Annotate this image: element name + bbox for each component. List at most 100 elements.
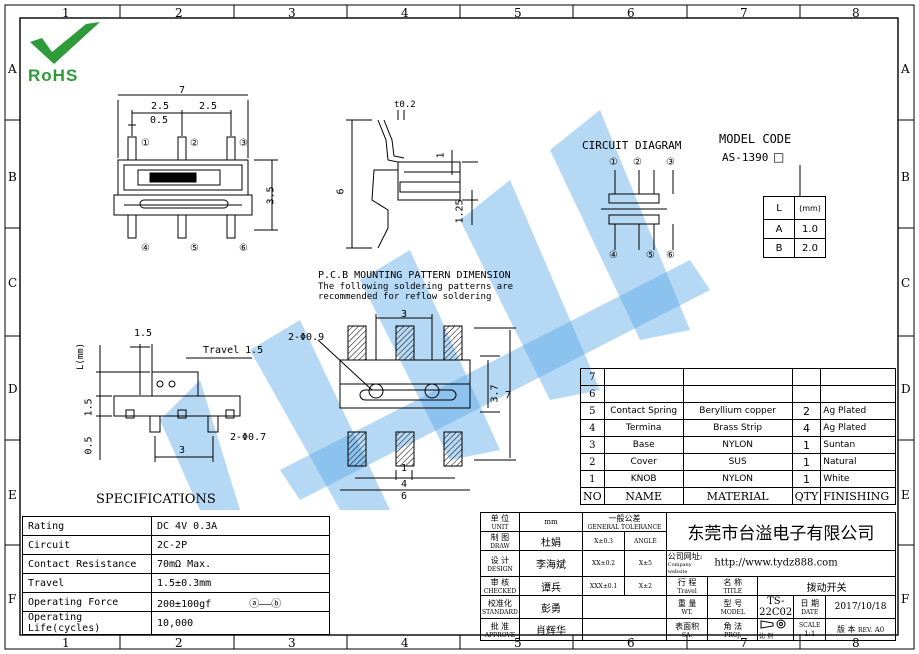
tb-unit: mm (518, 512, 584, 532)
zone-bottom-4: 4 (401, 636, 409, 650)
tb-weight-en: WT. (681, 609, 693, 616)
zone-top-5: 5 (514, 6, 522, 20)
model-code-box: □ (773, 150, 785, 164)
dim-pin-width: 0.5 (150, 115, 169, 126)
bom-name: Termina (603, 419, 684, 437)
model-table-row-b-key: B (763, 238, 795, 258)
tb-rev-cell: 版 本 REV. A0 (825, 618, 896, 641)
tb-name: 拨动开关 (757, 576, 896, 596)
projection-icon (760, 619, 786, 629)
tb-area-cn: 表面积 (675, 621, 700, 631)
zone-right-f: F (901, 592, 910, 606)
zone-right-a: A (901, 62, 910, 76)
bom-qty: 1 (791, 453, 822, 471)
bom-material: Beryllium copper (682, 402, 793, 420)
pcb-dim-37: 3.7 (489, 384, 501, 403)
bom-no: 1 (580, 470, 605, 488)
zone-right-b: B (901, 170, 910, 184)
dim-front-left-15: 1.5 (83, 398, 95, 417)
dim-front-hole: 2-Φ0.7 (230, 432, 267, 443)
tb-scale-value: 1:1 (804, 629, 816, 638)
circuit-diagram-title: CIRCUIT DIAGRAM (582, 139, 682, 152)
bom-finishing: Natural (820, 453, 896, 471)
tb-tol-xxx: XXX±0.1 (582, 576, 625, 596)
bom-row: 5 Contact Spring Beryllium copper 2 Ag P… (580, 402, 896, 420)
pin-label-5: ⑤ (190, 243, 199, 254)
bom-material: NYLON (682, 470, 793, 488)
spec-value-text: 200±100gf (157, 598, 212, 610)
dim-front-3: 3 (179, 445, 186, 456)
spec-value: 10,000 (151, 611, 330, 635)
tb-area-en: SA. (681, 631, 693, 639)
spec-value: 70mΩ Max. (151, 554, 330, 574)
zone-left-a: A (8, 62, 17, 76)
tb-proj-en: PROJ. (724, 631, 742, 639)
spec-value: DC 4V 0.3A (151, 516, 330, 536)
pin-label-4: ④ (141, 243, 150, 254)
pin-label-3: ③ (239, 138, 248, 149)
bom-finishing: Suntan (820, 436, 896, 454)
bom-header-material: MATERIAL (682, 487, 793, 505)
spec-key: Travel (22, 573, 152, 593)
zone-bottom-2: 2 (175, 636, 183, 650)
zone-bottom-6: 6 (627, 636, 635, 650)
tb-model-cn: 型 号 (723, 599, 743, 608)
zone-left-c: C (8, 276, 18, 290)
tb-unit-en: UNIT (491, 524, 509, 531)
dim-travel: Travel 1.5 (203, 345, 264, 356)
tb-blank-2 (582, 618, 667, 641)
tb-design-en: DESIGN (487, 565, 513, 573)
spec-row: Operating Life(cycles)10,000 (22, 611, 330, 635)
pin-label-1: ① (141, 138, 150, 149)
dim-side-pin: 1.25 (454, 199, 466, 224)
model-table-row-a-val: 1.0 (794, 219, 826, 239)
tb-check-cn: 审 核 (490, 578, 510, 587)
bom-name: Contact Spring (603, 402, 684, 420)
bom-qty: 1 (791, 470, 822, 488)
circuit-pin-1: ① (609, 157, 618, 168)
bom-no: 7 (580, 368, 605, 386)
tb-appr-cn: 批 准 (490, 621, 510, 631)
tb-website-en: Company website (667, 562, 692, 575)
tb-model-en: MODEL (720, 609, 745, 616)
zone-bottom-8: 8 (852, 636, 860, 650)
zone-right-d: D (901, 382, 911, 396)
spec-key: Operating Life(cycles) (22, 611, 152, 635)
bom-no: 6 (580, 385, 605, 403)
zone-top-3: 3 (288, 6, 296, 20)
bom-no: 5 (580, 402, 605, 420)
bom-qty: 2 (791, 402, 822, 420)
bom-header-row: NO NAME MATERIAL QTY FINISHING (580, 487, 896, 505)
bom-row: 2 Cover SUS 1 Natural (580, 453, 896, 471)
tb-date-cn: 日 期 (800, 599, 819, 608)
model-code-value: AS-1390 (722, 151, 769, 164)
tb-website: http://www.tydz888.com (714, 557, 838, 569)
spec-key: Operating Force (22, 592, 152, 612)
dim-front-15: 1.5 (134, 328, 153, 339)
tb-std: 彭勇 (518, 595, 584, 619)
model-code-title: MODEL CODE (719, 132, 792, 146)
tb-draw-cn: 制 图 (490, 533, 510, 542)
bom-header-no: NO (580, 487, 605, 505)
model-table-row-b-val: 2.0 (794, 238, 826, 258)
tb-weight-cn: 重 量 (677, 599, 697, 608)
circuit-pin-2: ② (633, 157, 642, 168)
zone-top-1: 1 (62, 6, 70, 20)
tb-proj-cn: 角 法 (723, 621, 743, 631)
dim-front-05: 0.5 (83, 436, 95, 455)
bom-row: 7 (580, 368, 896, 386)
bom-material: Brass Strip (682, 419, 793, 437)
bom-no: 4 (580, 419, 605, 437)
tb-design: 李海斌 (518, 550, 584, 577)
tb-tol-ang: ANGLE (624, 531, 667, 551)
